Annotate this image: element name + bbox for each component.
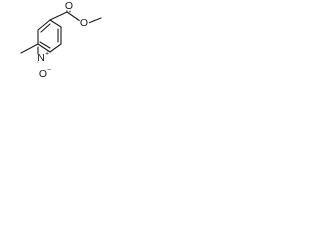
n-oxide-oxygen: O − <box>38 67 51 80</box>
bond-ring-n-c2 <box>37 19 51 31</box>
svg-text:O: O <box>39 68 47 80</box>
svg-text:N: N <box>37 52 45 64</box>
bond-c2-carbonyl <box>49 11 68 21</box>
carbonyl-oxygen: O <box>64 0 74 12</box>
bonds <box>20 3 102 63</box>
bond-carbonyl-ester-o <box>66 11 81 22</box>
ring-nitrogen: N + <box>36 51 49 64</box>
svg-text:O: O <box>65 0 73 12</box>
bond-c6-methyl <box>20 43 39 54</box>
bond-ring-n-c2-inner <box>40 23 51 33</box>
bond-ring-c5-c6 <box>37 43 51 53</box>
nitrogen-positive-charge: + <box>45 51 49 58</box>
bond-ring-c5-c6-inner <box>39 41 51 49</box>
bond-ring-c2-c3 <box>49 19 62 28</box>
ester-oxygen: O <box>79 17 89 29</box>
bond-ring-c4-c5 <box>49 43 62 53</box>
molecule-structure: O O N + O − <box>20 0 102 80</box>
svg-text:O: O <box>80 17 88 29</box>
atom-labels: O O N + O − <box>36 0 89 80</box>
oxide-negative-charge: − <box>47 67 51 74</box>
